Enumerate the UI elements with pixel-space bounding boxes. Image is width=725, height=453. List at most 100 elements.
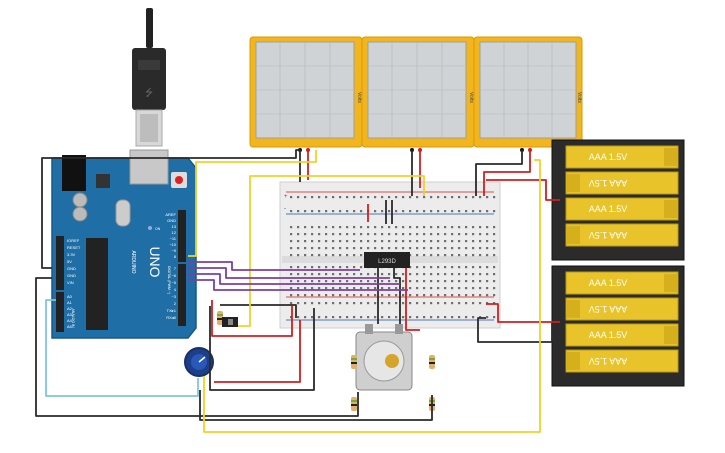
breadboard-hole[interactable] xyxy=(318,294,321,297)
breadboard-hole[interactable] xyxy=(444,226,447,229)
breadboard-hole[interactable] xyxy=(430,240,433,243)
breadboard-hole[interactable] xyxy=(353,316,356,319)
breadboard-hole[interactable] xyxy=(297,233,300,236)
breadboard-hole[interactable] xyxy=(493,294,496,297)
breadboard-hole[interactable] xyxy=(458,226,461,229)
breadboard-hole[interactable] xyxy=(290,294,293,297)
breadboard-hole[interactable] xyxy=(451,210,454,213)
breadboard-hole[interactable] xyxy=(444,294,447,297)
aaa-battery[interactable]: AAA 1.5V xyxy=(565,197,679,221)
breadboard-hole[interactable] xyxy=(297,240,300,243)
breadboard-hole[interactable] xyxy=(486,226,489,229)
breadboard-hole[interactable] xyxy=(367,240,370,243)
breadboard-hole[interactable] xyxy=(416,210,419,213)
wire-red[interactable] xyxy=(214,320,301,383)
breadboard-hole[interactable] xyxy=(486,240,489,243)
breadboard-hole[interactable] xyxy=(409,266,412,269)
breadboard-hole[interactable] xyxy=(353,266,356,269)
breadboard-hole[interactable] xyxy=(332,210,335,213)
arduino-uno[interactable]: IOREF RESET 3.3V 5V GND GND VIN A0 A1 A2… xyxy=(51,149,197,339)
breadboard-hole[interactable] xyxy=(472,287,475,290)
breadboard-hole[interactable] xyxy=(311,316,314,319)
wire-red[interactable] xyxy=(483,150,531,196)
breadboard-hole[interactable] xyxy=(472,302,475,305)
breadboard-hole[interactable] xyxy=(395,302,398,305)
breadboard-hole[interactable] xyxy=(465,210,468,213)
breadboard-hole[interactable] xyxy=(346,316,349,319)
breadboard-hole[interactable] xyxy=(409,226,412,229)
breadboard-hole[interactable] xyxy=(423,210,426,213)
breadboard-hole[interactable] xyxy=(346,233,349,236)
breadboard-hole[interactable] xyxy=(451,240,454,243)
power-header[interactable] xyxy=(56,236,64,290)
breadboard-hole[interactable] xyxy=(486,287,489,290)
breadboard-hole[interactable] xyxy=(339,247,342,250)
breadboard-hole[interactable] xyxy=(339,287,342,290)
breadboard-hole[interactable] xyxy=(437,233,440,236)
breadboard-hole[interactable] xyxy=(486,247,489,250)
breadboard-hole[interactable] xyxy=(290,280,293,283)
breadboard-hole[interactable] xyxy=(360,294,363,297)
breadboard-hole[interactable] xyxy=(381,287,384,290)
breadboard-hole[interactable] xyxy=(388,240,391,243)
slide-switch[interactable] xyxy=(222,317,238,327)
wire-black[interactable] xyxy=(35,277,359,417)
breadboard-hole[interactable] xyxy=(458,266,461,269)
breadboard-hole[interactable] xyxy=(444,280,447,283)
breadboard-hole[interactable] xyxy=(297,247,300,250)
breadboard-hole[interactable] xyxy=(388,210,391,213)
breadboard-hole[interactable] xyxy=(458,240,461,243)
breadboard-hole[interactable] xyxy=(339,240,342,243)
breadboard-hole[interactable] xyxy=(416,254,419,257)
breadboard-hole[interactable] xyxy=(304,266,307,269)
breadboard-hole[interactable] xyxy=(465,280,468,283)
breadboard-hole[interactable] xyxy=(493,316,496,319)
breadboard-hole[interactable] xyxy=(437,280,440,283)
breadboard-hole[interactable] xyxy=(374,287,377,290)
breadboard-hole[interactable] xyxy=(409,316,412,319)
breadboard-hole[interactable] xyxy=(339,316,342,319)
breadboard-hole[interactable] xyxy=(290,210,293,213)
breadboard-hole[interactable] xyxy=(451,287,454,290)
resistor[interactable] xyxy=(351,397,357,411)
breadboard-hole[interactable] xyxy=(381,196,384,199)
resistor[interactable] xyxy=(429,355,435,369)
breadboard-hole[interactable] xyxy=(395,210,398,213)
aaa-battery[interactable]: AAA 1.5V xyxy=(565,349,679,373)
breadboard-hole[interactable] xyxy=(311,266,314,269)
breadboard-hole[interactable] xyxy=(465,240,468,243)
wire-black[interactable] xyxy=(477,317,553,343)
breadboard-hole[interactable] xyxy=(472,196,475,199)
breadboard-hole[interactable] xyxy=(472,280,475,283)
breadboard-hole[interactable] xyxy=(325,302,328,305)
breadboard-hole[interactable] xyxy=(479,240,482,243)
breadboard-hole[interactable] xyxy=(493,240,496,243)
breadboard-hole[interactable] xyxy=(353,226,356,229)
breadboard-hole[interactable] xyxy=(409,240,412,243)
breadboard-hole[interactable] xyxy=(430,294,433,297)
breadboard-hole[interactable] xyxy=(360,273,363,276)
breadboard-hole[interactable] xyxy=(311,247,314,250)
breadboard-hole[interactable] xyxy=(395,294,398,297)
resistor[interactable] xyxy=(351,355,357,369)
breadboard-hole[interactable] xyxy=(325,280,328,283)
wires[interactable] xyxy=(35,149,560,433)
breadboard-hole[interactable] xyxy=(346,226,349,229)
breadboard-hole[interactable] xyxy=(346,266,349,269)
breadboard-hole[interactable] xyxy=(325,210,328,213)
wire-red[interactable] xyxy=(211,300,293,337)
breadboard-hole[interactable] xyxy=(374,302,377,305)
breadboard-hole[interactable] xyxy=(430,316,433,319)
breadboard-hole[interactable] xyxy=(486,316,489,319)
breadboard-hole[interactable] xyxy=(360,240,363,243)
breadboard-hole[interactable] xyxy=(409,287,412,290)
breadboard-hole[interactable] xyxy=(493,287,496,290)
breadboard-hole[interactable] xyxy=(402,294,405,297)
wire-black[interactable] xyxy=(199,390,433,421)
wire-yellow[interactable] xyxy=(188,150,317,257)
breadboard-hole[interactable] xyxy=(360,254,363,257)
breadboard-hole[interactable] xyxy=(353,247,356,250)
breadboard-hole[interactable] xyxy=(472,247,475,250)
breadboard-hole[interactable] xyxy=(367,196,370,199)
breadboard-hole[interactable] xyxy=(332,273,335,276)
